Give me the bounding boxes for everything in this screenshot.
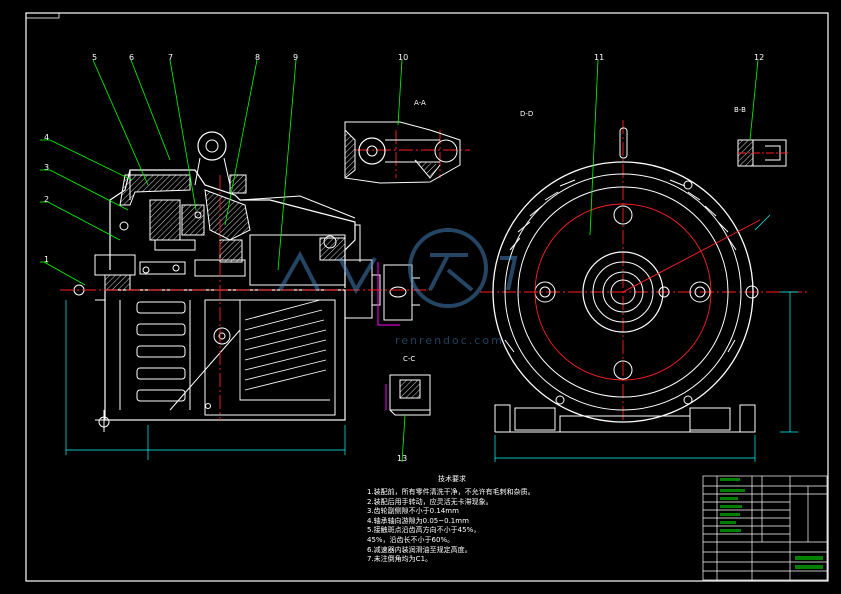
part-label-10: 10 <box>398 53 409 62</box>
side-view-dd <box>492 127 759 433</box>
notes-line: 4.轴承轴向游隙为0.05~0.1mm <box>367 516 469 525</box>
leader-lines <box>40 59 759 463</box>
technical-requirements: 技术要求 1.装配前，所有零件清洗干净，不允许有毛刺和杂质。 2.装配后用手转动… <box>367 474 537 565</box>
part-label-6: 6 <box>129 53 135 62</box>
title-block-fills <box>720 478 823 569</box>
part-label-7: 7 <box>168 53 174 62</box>
dimension-lines <box>65 214 798 462</box>
part-label-9: 9 <box>293 53 299 62</box>
cooling-fins <box>504 179 737 353</box>
notes-line: 3.齿轮副侧隙不小于0.14mm <box>367 507 459 516</box>
pitch-circles <box>534 203 761 381</box>
part-label-8: 8 <box>255 53 261 62</box>
part-label-1: 1 <box>44 255 50 264</box>
lifting-eye <box>194 131 231 186</box>
section-label-dd: D-D <box>520 110 534 118</box>
output-coupling <box>383 264 420 321</box>
title-block <box>702 475 828 581</box>
part-label-12: 12 <box>754 53 765 62</box>
main-section-view <box>73 131 381 432</box>
drawing-frame <box>25 12 829 582</box>
notes-line: 7.未注倒角均为C1。 <box>367 555 433 564</box>
section-label-cc: C-C <box>403 355 416 363</box>
detail-cc <box>389 374 431 416</box>
vent-slots <box>136 301 186 402</box>
part-label-5: 5 <box>92 53 98 62</box>
watermark-logo <box>278 228 518 308</box>
notes-line: 2.装配后用手转动，应灵活无卡滞现象。 <box>367 497 493 506</box>
gear-teeth-lines <box>239 299 330 401</box>
section-label-aa: A-A <box>414 99 426 107</box>
part-label-2: 2 <box>44 195 50 204</box>
detail-bb <box>737 139 790 167</box>
part-label-4: 4 <box>44 133 50 142</box>
magenta-features <box>377 262 400 410</box>
part-label-3: 3 <box>44 163 50 172</box>
notes-title: 技术要求 <box>438 475 466 483</box>
part-label-13: 13 <box>397 454 408 463</box>
notes-line: 1.装配前，所有零件清洗干净，不允许有毛刺和杂质。 <box>367 488 535 496</box>
notes-line: 5.接触斑点沿齿高方向不小于45%， <box>367 526 481 535</box>
notes-line: 45%，沿齿长不小于60%。 <box>367 535 455 544</box>
part-label-11: 11 <box>594 53 605 62</box>
detail-aa <box>344 121 461 184</box>
watermark-url: renrendoc.com <box>395 334 504 347</box>
notes-line: 6.减速器内装润滑油至规定高度。 <box>367 545 472 554</box>
section-label-bb: B-B <box>734 106 746 114</box>
